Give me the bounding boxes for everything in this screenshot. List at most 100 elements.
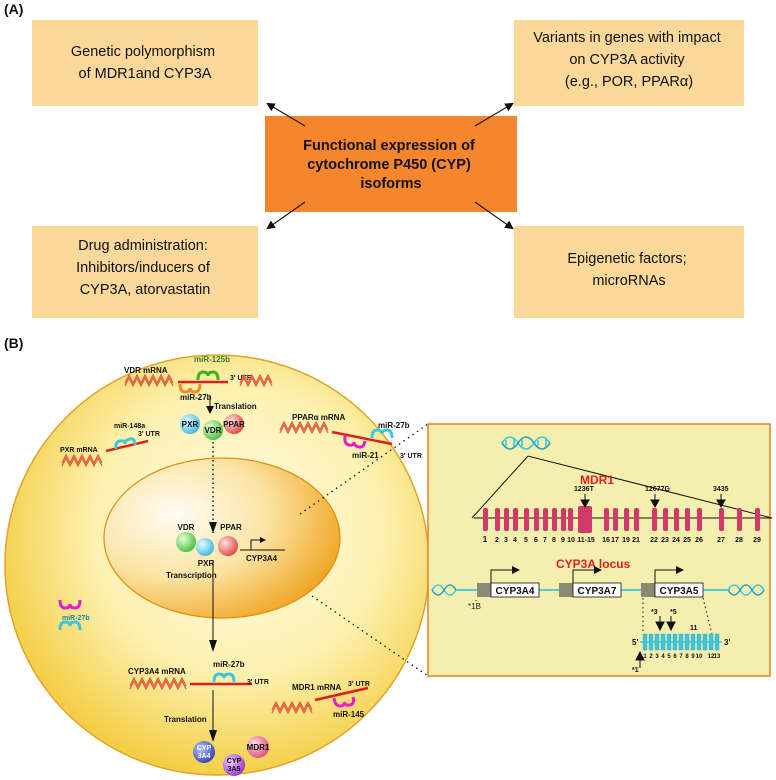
nucleus-pxr-label: PXR <box>198 559 215 568</box>
cyp3a4-protein-label-b: 3A4 <box>198 753 211 760</box>
mir-148a-shape <box>114 437 137 450</box>
svg-text:29: 29 <box>753 537 761 544</box>
snp-1236t-label: 1236T <box>574 486 595 493</box>
cyp3a4-tss-arrow <box>512 566 520 574</box>
pxr-mrna-label: PXR mRNA <box>60 447 98 454</box>
svg-text:9: 9 <box>561 537 565 544</box>
svg-text:21: 21 <box>632 537 640 544</box>
cyp3a5-zoom-right <box>702 597 713 635</box>
cyp3a4-protein-label-a: CYP <box>197 745 212 752</box>
mdr1-utr-label: 3' UTR <box>348 681 370 688</box>
cyp3a5-protein-label-a: CYP <box>227 758 242 765</box>
svg-text:16: 16 <box>602 537 610 544</box>
svg-text:23: 23 <box>661 537 669 544</box>
five-prime-label: 5' <box>632 638 638 647</box>
svg-text:10: 10 <box>567 537 575 544</box>
mir-21-label: miR-21 <box>352 451 379 460</box>
mdr1-exon-numbers: 1 2 3 4 5 6 7 8 9 10 11-15 16 17 19 21 2… <box>483 535 761 544</box>
mdr1-mrna-label: MDR1 mRNA <box>292 683 342 692</box>
cyp3a4-promoter <box>477 583 491 597</box>
translation-label-top: Translation <box>214 402 257 411</box>
cyp3a5-promoter <box>641 583 655 597</box>
svg-text:1: 1 <box>643 654 647 660</box>
svg-text:11-15: 11-15 <box>577 537 595 544</box>
svg-text:24: 24 <box>672 537 680 544</box>
ppara-mrna-line <box>331 430 393 446</box>
zoom-line-top <box>299 423 429 515</box>
snp-12677g-label: 12677G <box>645 486 670 493</box>
cyp3a7-promoter <box>559 583 573 597</box>
cyp3a5-protein <box>223 754 245 776</box>
ppar-protein-label: PPAR <box>223 420 245 429</box>
panel-a-label: (A) <box>4 1 23 17</box>
promoter-arrow <box>240 539 285 551</box>
pxr-mrna-line <box>105 439 149 453</box>
box-variants-text: Variants in genes with impact on CYP3A a… <box>533 30 725 90</box>
locus-helix-left <box>431 584 457 596</box>
pxr-protein-label: PXR <box>182 420 199 429</box>
vdr-protein <box>203 420 223 440</box>
mir-21-shape <box>343 435 367 449</box>
cyp3a4-gene-box <box>490 582 540 598</box>
star-1-arrow <box>635 650 645 668</box>
box-epigenetic-text: Epigenetic factors; microRNAs <box>567 251 690 289</box>
vdr-mrna-wave <box>124 373 174 385</box>
star-1-label: *1 <box>632 667 639 674</box>
pxr-utr-label: 3' UTR <box>138 431 160 438</box>
zoom-line-bottom <box>311 595 429 677</box>
svg-text:1: 1 <box>483 535 488 544</box>
box-drug-administration-text: Drug administration: Inhibitors/inducers… <box>76 238 214 298</box>
star-5-label: *5 <box>670 609 677 616</box>
svg-text:26: 26 <box>695 537 703 544</box>
panel-a-arrows <box>266 102 514 230</box>
svg-text:5: 5 <box>667 654 671 660</box>
vdr-mrna-label: VDR mRNA <box>124 366 168 375</box>
arrow-to-top-left <box>266 102 306 127</box>
vdr-utr-label: 3' UTR <box>230 375 252 382</box>
free-mirna-magenta <box>58 599 82 610</box>
mdr1-zoom-lines <box>471 455 773 519</box>
cyp3a-locus-title: CYP3A locus <box>556 557 631 571</box>
ppara-utr-label: 3' UTR <box>400 453 422 460</box>
mir-148a-label: miR-148a <box>114 423 145 430</box>
nucleus-vdr-label: VDR <box>178 523 195 532</box>
box-drug-administration <box>32 226 258 318</box>
cyp3a5-protein-label-b: 3A5 <box>228 766 241 773</box>
cyp3a5-gene-label: CYP3A5 <box>660 586 699 597</box>
cyp3a5-gene-box <box>654 582 704 598</box>
arrow-to-bottom-left <box>266 201 306 230</box>
box-genetic-polymorphism <box>32 20 258 106</box>
cyp3a4-mrna-wave <box>129 676 187 688</box>
svg-text:3: 3 <box>655 654 659 660</box>
cyp3a5-exon-numbers: 1 2 3 4 5 6 7 8 9 10 12 13 <box>643 654 721 660</box>
center-box-text: Functional expression of cytochrome P450… <box>303 138 479 192</box>
svg-text:12: 12 <box>708 654 715 660</box>
free-mir-27b-label: miR-27b <box>62 615 90 622</box>
box-variants <box>514 20 744 106</box>
mdr1-exons <box>483 506 760 533</box>
svg-text:7: 7 <box>679 654 683 660</box>
cyp3a7-tss-arrow <box>594 566 602 574</box>
nucleus-ppar-label: PPAR <box>220 523 242 532</box>
nucleus-cyp3a4-label: CYP3A4 <box>246 554 278 563</box>
mdr1-protein-label: MDR1 <box>247 743 270 752</box>
svg-text:2: 2 <box>649 654 653 660</box>
star-1b-label: *1B <box>468 602 481 611</box>
translation-label-bottom: Translation <box>164 715 207 724</box>
mir-27b-shape-bottom <box>212 672 236 683</box>
star-5-arrow <box>666 616 676 632</box>
locus-helix-right <box>727 584 765 596</box>
dna-helix-top <box>501 436 551 450</box>
panel-b-label: (B) <box>4 335 23 351</box>
svg-text:10: 10 <box>696 654 703 660</box>
svg-text:13: 13 <box>714 654 721 660</box>
three-prime-label: 3' <box>724 638 730 647</box>
nucleus-vdr <box>176 532 196 552</box>
svg-text:28: 28 <box>735 537 743 544</box>
star-3-arrow <box>655 616 665 632</box>
mir-145-shape <box>332 696 356 708</box>
cyp3a5-exon-11-label: 11 <box>690 625 698 632</box>
svg-text:6: 6 <box>673 654 677 660</box>
pxr-mrna-wave <box>61 453 103 465</box>
